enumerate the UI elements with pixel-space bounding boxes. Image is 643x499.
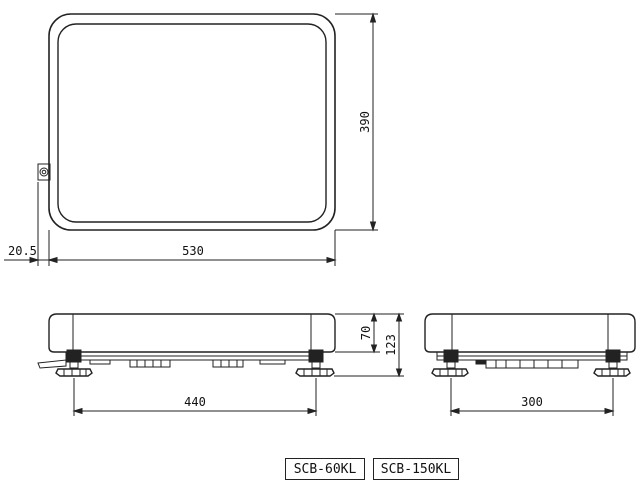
front-foot-span-dimension: 440 xyxy=(72,378,318,416)
total-height-label: 123 xyxy=(384,334,398,356)
front-left-foot xyxy=(55,349,93,377)
front-mechanism xyxy=(89,359,286,368)
platform-inner-outline xyxy=(57,23,327,223)
level-indicator-housing xyxy=(37,163,51,181)
depth-dimension: 390 xyxy=(335,12,378,232)
front-right-foot xyxy=(295,349,335,377)
side-foot-span-label: 300 xyxy=(521,395,543,409)
front-view xyxy=(37,313,336,377)
front-level-bracket xyxy=(37,359,67,369)
side-right-foot xyxy=(593,349,631,377)
offset-dimension-label: 20.5 xyxy=(8,244,37,258)
side-foot-span-dimension: 300 xyxy=(449,378,615,416)
level-indicator-inner-icon xyxy=(41,169,47,175)
model-label-scb-150kl: SCB-150KL xyxy=(373,458,459,480)
height-dimensions: 70 123 xyxy=(334,312,404,378)
platform-outer-outline xyxy=(48,13,336,231)
model-label-scb-60kl: SCB-60KL xyxy=(285,458,365,480)
front-platform-body xyxy=(48,313,336,353)
side-platform-body xyxy=(424,313,636,353)
front-foot-span-label: 440 xyxy=(184,395,206,409)
side-left-foot xyxy=(431,349,469,377)
top-view xyxy=(37,13,336,231)
width-dimension: 530 20.5 xyxy=(4,182,337,266)
platform-height-label: 70 xyxy=(359,326,373,340)
depth-dimension-label: 390 xyxy=(358,111,372,133)
side-view xyxy=(424,313,636,377)
level-indicator-outer-icon xyxy=(39,167,49,177)
side-mechanism xyxy=(475,359,579,369)
width-dimension-label: 530 xyxy=(182,244,204,258)
